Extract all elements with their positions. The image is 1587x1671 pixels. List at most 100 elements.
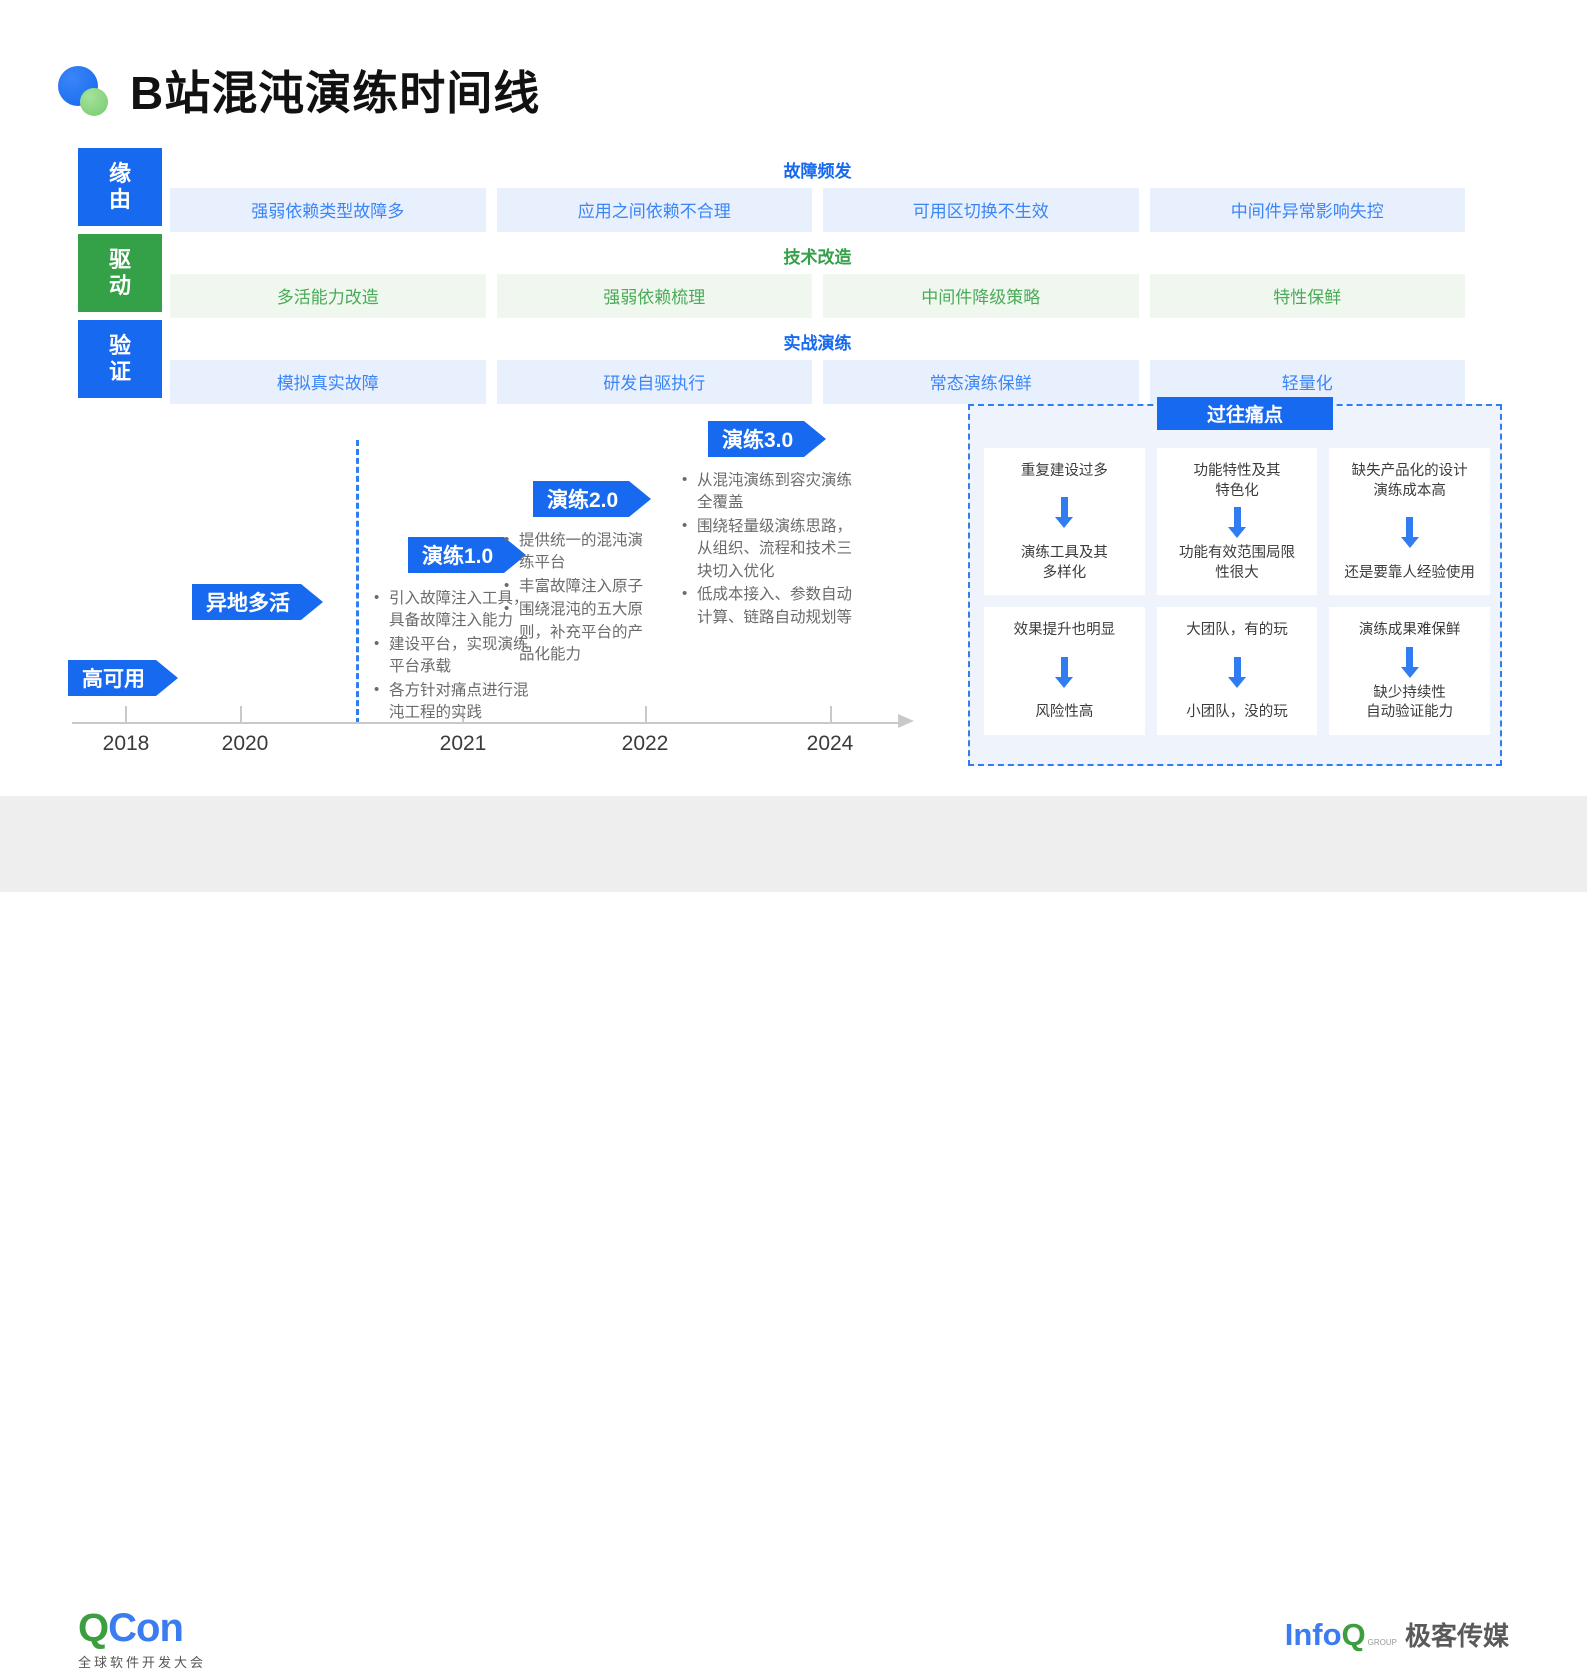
pain-point-effect: 演练工具及其 多样化 [1020, 545, 1108, 581]
pain-point-card-2[interactable]: 功能特性及其 特色化 功能有效范围局限 性很大 [1156, 448, 1318, 596]
pain-points-row-2: 效果提升也明显 风险性高 大团队，有的玩 小团队，没的玩 演练成果难保鲜 缺少持… [984, 607, 1491, 735]
matrix-row-verify: 验证 实战演练 模拟真实故障 研发自驱执行 常态演练保鲜 轻量化 [78, 320, 1473, 404]
row-label-char-1: 验证 [108, 333, 131, 384]
milestone-flag-multi-site-active[interactable]: 异地多活 [192, 584, 323, 620]
cell-cause-3[interactable]: 可用区切换不生效 [823, 188, 1139, 232]
pain-point-card-6[interactable]: 演练成果难保鲜 缺少持续性 自动验证能力 [1329, 607, 1491, 735]
cell-verify-1[interactable]: 模拟真实故障 [170, 360, 486, 404]
axis-tick-2020 [240, 706, 242, 722]
matrix-row-drive: 驱动 技术改造 多活能力改造 强弱依赖梳理 中间件降级策略 特性保鲜 [78, 234, 1473, 318]
down-arrow-icon [1055, 497, 1074, 529]
row-heading-drive: 技术改造 [783, 248, 852, 267]
cell-verify-3[interactable]: 常态演练保鲜 [823, 360, 1139, 404]
row-body-drive: 技术改造 多活能力改造 强弱依赖梳理 中间件降级策略 特性保鲜 [162, 234, 1473, 318]
milestone-bullets-drill-3: 从混沌演练到容灾演练全覆盖 围绕轻量级演练思路，从组织、流程和技术三块切入优化 … [680, 469, 860, 630]
list-item: 提供统一的混沌演练平台 [502, 529, 654, 575]
list-item: 各方针对痛点进行混沌工程的实践 [372, 679, 540, 725]
page-title: B站混沌演练时间线 [130, 67, 541, 119]
row-label-verify: 验证 [78, 320, 162, 398]
down-arrow-icon [1228, 507, 1246, 539]
qcon-wordmark: QCon [78, 1608, 206, 1648]
row-cells-verify: 模拟真实故障 研发自驱执行 常态演练保鲜 轻量化 [162, 360, 1473, 404]
pain-point-effect: 缺少持续性 自动验证能力 [1366, 684, 1454, 721]
row-cells-cause: 强弱依赖类型故障多 应用之间依赖不合理 可用区切换不生效 中间件异常影响失控 [162, 188, 1473, 232]
list-item: 引入故障注入工具，具备故障注入能力 [372, 587, 540, 633]
milestone-flag-label: 演练2.0 [533, 481, 630, 517]
qcon-letter-q: Q [78, 1606, 109, 1650]
pain-point-effect: 风险性高 [1035, 704, 1094, 721]
cell-drive-3[interactable]: 中间件降级策略 [823, 274, 1139, 318]
pain-points-panel: 重复建设过多 演练工具及其 多样化 功能特性及其 特色化 功能有效范围局限 性很… [968, 404, 1502, 766]
list-item: 建设平台，实现演练平台承载 [372, 633, 540, 679]
row-body-cause: 故障频发 强弱依赖类型故障多 应用之间依赖不合理 可用区切换不生效 中间件异常影… [162, 148, 1473, 232]
axis-tick-2022 [645, 706, 647, 722]
milestone-flag-high-availability[interactable]: 高可用 [68, 660, 178, 696]
cell-cause-2[interactable]: 应用之间依赖不合理 [496, 188, 812, 232]
axis-year-2018: 2018 [102, 732, 150, 755]
timeline-phase-divider [356, 440, 359, 724]
axis-year-2024: 2024 [806, 732, 854, 755]
pain-point-cause: 效果提升也明显 [1013, 622, 1116, 639]
milestone-flag-label: 演练3.0 [708, 421, 805, 457]
milestone-flag-drill-1[interactable]: 演练1.0 [408, 537, 527, 573]
matrix-row-cause: 缘由 故障频发 强弱依赖类型故障多 应用之间依赖不合理 可用区切换不生效 中间件… [78, 148, 1473, 232]
row-label-char-1: 缘由 [108, 161, 131, 212]
timeline: 2018 2020 2021 2022 2024 高可用 异地多活 演练1.0 … [0, 396, 960, 776]
row-body-verify: 实战演练 模拟真实故障 研发自驱执行 常态演练保鲜 轻量化 [162, 320, 1473, 404]
cell-verify-2[interactable]: 研发自驱执行 [496, 360, 812, 404]
list-item: 围绕混沌的五大原则，补充平台的产品化能力 [502, 598, 654, 666]
axis-tick-2024 [830, 706, 832, 722]
flag-tip-icon [156, 660, 178, 696]
row-heading-verify: 实战演练 [783, 334, 852, 353]
axis-year-2021: 2021 [439, 732, 487, 755]
list-item: 围绕轻量级演练思路，从组织、流程和技术三块切入优化 [680, 515, 860, 583]
cell-drive-2[interactable]: 强弱依赖梳理 [496, 274, 812, 318]
pain-points-title: 过往痛点 [1157, 397, 1333, 430]
pain-point-cause: 重复建设过多 [1020, 463, 1108, 479]
pain-point-effect: 功能有效范围局限 性很大 [1179, 545, 1295, 581]
page-header: B站混沌演练时间线 [54, 58, 540, 128]
pain-point-cause: 功能特性及其 特色化 [1193, 463, 1281, 499]
pain-point-card-1[interactable]: 重复建设过多 演练工具及其 多样化 [984, 448, 1145, 596]
cell-cause-1[interactable]: 强弱依赖类型故障多 [170, 188, 486, 232]
pain-point-card-3[interactable]: 缺失产品化的设计 演练成本高 还是要靠人经验使用 [1329, 448, 1491, 596]
cell-verify-4[interactable]: 轻量化 [1149, 360, 1465, 404]
infoq-group-mark: GROUP [1367, 1638, 1397, 1647]
cell-drive-4[interactable]: 特性保鲜 [1149, 274, 1465, 318]
pain-point-cause: 演练成果难保鲜 [1358, 622, 1461, 639]
milestone-bullets-drill-1: 引入故障注入工具，具备故障注入能力 建设平台，实现演练平台承载 各方针对痛点进行… [372, 587, 540, 726]
down-arrow-icon [1228, 656, 1246, 688]
cell-drive-1[interactable]: 多活能力改造 [170, 274, 486, 318]
row-label-drive: 驱动 [78, 234, 162, 312]
row-heading-cause: 故障频发 [783, 162, 852, 181]
pain-point-cause: 缺失产品化的设计 演练成本高 [1351, 463, 1468, 499]
pain-point-card-5[interactable]: 大团队，有的玩 小团队，没的玩 [1156, 607, 1318, 735]
flag-tip-icon [629, 481, 652, 517]
down-arrow-icon [1400, 516, 1419, 548]
down-arrow-icon [1055, 656, 1074, 688]
row-cells-drive: 多活能力改造 强弱依赖梳理 中间件降级策略 特性保鲜 [162, 274, 1473, 318]
milestone-flag-drill-3[interactable]: 演练3.0 [708, 421, 827, 457]
infoq-letter-q: Q [1341, 1617, 1366, 1652]
milestone-flag-label: 演练1.0 [408, 537, 505, 573]
pain-point-effect: 还是要靠人经验使用 [1344, 564, 1475, 581]
cell-cause-4[interactable]: 中间件异常影响失控 [1149, 188, 1465, 232]
pain-point-card-4[interactable]: 效果提升也明显 风险性高 [984, 607, 1145, 735]
pain-points-grid: 重复建设过多 演练工具及其 多样化 功能特性及其 特色化 功能有效范围局限 性很… [984, 448, 1491, 735]
list-item: 低成本接入、参数自动计算、链路自动规划等 [680, 583, 860, 629]
axis-year-2022: 2022 [621, 732, 669, 755]
milestone-flag-label: 高可用 [68, 660, 156, 696]
timeline-axis-arrow-icon [898, 714, 914, 728]
pain-point-effect: 小团队，没的玩 [1186, 704, 1288, 721]
milestone-flag-drill-2[interactable]: 演练2.0 [533, 481, 652, 517]
bilibili-dual-circle-logo-icon [54, 62, 116, 124]
milestone-bullets-drill-2: 提供统一的混沌演练平台 丰富故障注入原子 围绕混沌的五大原则，补充平台的产品化能… [502, 529, 654, 668]
qcon-logo: QCon 全球软件开发大会 [78, 1608, 206, 1671]
qcon-subtitle: 全球软件开发大会 [78, 1655, 207, 1670]
flag-tip-icon [301, 584, 323, 620]
infoq-letters-info: Info [1284, 1617, 1342, 1652]
qcon-letters-con: Con [108, 1606, 184, 1650]
logo-circle-green [80, 88, 108, 116]
